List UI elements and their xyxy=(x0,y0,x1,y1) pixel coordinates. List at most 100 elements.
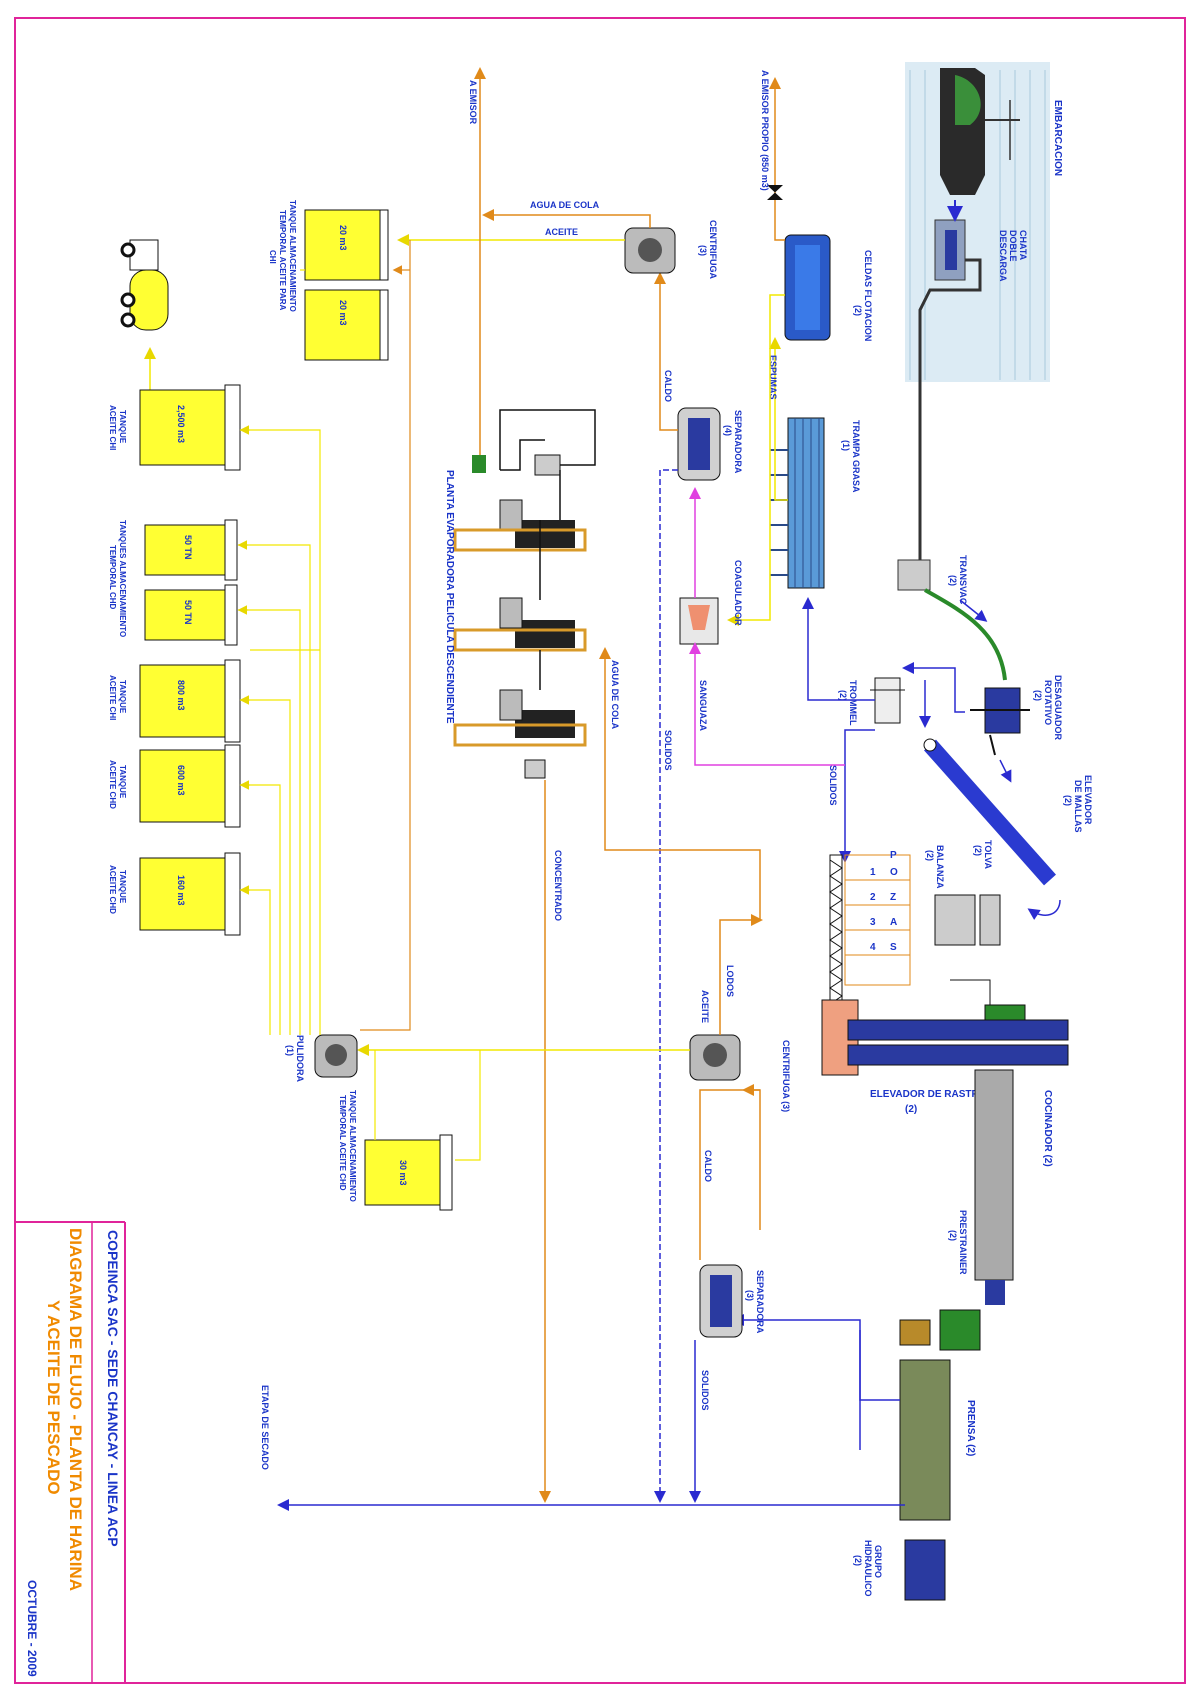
flow-centrifuga3-agua-cola xyxy=(482,209,651,228)
label-tanque-chd-a-1: TANQUE xyxy=(118,765,127,799)
label-temp-chi-1: TANQUE ALMACENAMIENTO xyxy=(288,200,297,312)
label-lodos: LODOS xyxy=(725,965,735,997)
flow-lodos xyxy=(719,914,763,1035)
label-trampa-2: (1) xyxy=(841,440,851,451)
tank-50a xyxy=(144,519,238,581)
planta-evaporadora-icon xyxy=(453,409,596,779)
pozas-hopper xyxy=(844,854,911,986)
label-temp-chd-1: TANQUES ALMACENAMIENTO xyxy=(118,520,127,637)
label-temp-chd30-2: TEMPORAL ACEITE CHD xyxy=(338,1095,347,1191)
prestrainer-icon xyxy=(899,1309,981,1351)
sea-waves xyxy=(909,70,1046,380)
label-sanguaza: SANGUAZA xyxy=(698,680,708,731)
tank-30 xyxy=(364,1134,453,1211)
hopper-row1-4: S xyxy=(890,942,897,953)
label-grupo-2: HIDRAULICO xyxy=(863,1540,873,1597)
label-caldo: CALDO xyxy=(663,370,673,402)
tank-800-label: 800 m3 xyxy=(176,680,186,711)
flow-to-tank-20 xyxy=(360,240,411,1031)
label-espumas: ESPUMAS xyxy=(768,355,778,400)
label-a-emisor-propio: A EMISOR PROPIO (850 m3) xyxy=(760,70,770,191)
separadora-b-icon xyxy=(699,1264,743,1338)
label-temp-chd-2: TEMPORAL CHD xyxy=(108,545,117,610)
oil-distribution-lines xyxy=(238,269,481,1161)
label-prestrainer-1: PRESTRAINER xyxy=(958,1210,968,1275)
elevador-mallas-head xyxy=(923,738,937,752)
label-pulidora-2: (1) xyxy=(285,1045,295,1056)
label-balanza-1: BALANZA xyxy=(935,845,945,889)
fishing-boat-icon xyxy=(940,68,1020,195)
label-tolva-1: TOLVA xyxy=(983,840,993,870)
label-elevador-mallas-3: (2) xyxy=(1063,795,1073,806)
pulidora-icon xyxy=(314,1034,358,1078)
desaguador-icon xyxy=(970,687,1030,756)
label-elevador-mallas-2: DE MALLAS xyxy=(1073,780,1083,833)
label-pulidora-1: PULIDORA xyxy=(295,1035,305,1083)
cocinador-icon xyxy=(974,1069,1014,1281)
hopper-row2-0: 1 xyxy=(870,867,876,878)
tolva-balanza-icon xyxy=(934,894,1001,946)
prensa-icon xyxy=(899,1359,951,1521)
tank-2500 xyxy=(139,384,241,471)
label-elevador-rastra-1: ELEVADOR DE RASTRA xyxy=(870,1089,986,1100)
cocinador-motor xyxy=(985,1280,1005,1305)
trampa-grasa-icon xyxy=(770,417,825,589)
flow-agua-de-cola-to-evap xyxy=(599,647,761,920)
tank-600 xyxy=(139,744,241,828)
flow-caldo-b xyxy=(742,1084,761,1230)
separadora4-icon xyxy=(677,407,721,481)
label-trampa-1: TRAMPA GRASA xyxy=(851,420,861,493)
elevador-mallas xyxy=(924,739,1056,886)
label-trommel-1: TROMMEL xyxy=(848,680,858,726)
tank-160-label: 160 m3 xyxy=(176,875,186,906)
label-agua-de-cola: AGUA DE COLA xyxy=(530,200,600,210)
label-aceite-b: ACEITE xyxy=(700,990,710,1023)
flow-trommel-to-trampa xyxy=(802,597,875,701)
celdas-flotacion-icon xyxy=(784,234,831,341)
hopper-row2-3: 4 xyxy=(870,942,876,953)
label-tolva-2: (2) xyxy=(973,845,983,856)
flow-separadora4-solids xyxy=(654,469,678,1503)
label-tanque-chi-a-1: TANQUE xyxy=(118,410,127,444)
outer-frame xyxy=(14,17,1186,1684)
label-cocinador: COCINADOR (2) xyxy=(1042,1090,1053,1167)
title-line1: DIAGRAMA DE FLUJO - PLANTA DE HARINA xyxy=(66,1228,85,1591)
flow-trampa-to-celdas xyxy=(769,337,788,501)
label-chata-3: DESCARGA xyxy=(998,230,1008,282)
truck-icon xyxy=(120,239,169,331)
hopper-row2-2: 3 xyxy=(870,917,876,928)
tank-50a-label: 50 TN xyxy=(183,535,193,560)
grupo-hidraulico-icon xyxy=(904,1539,946,1601)
label-temp-chd30-1: TANQUE ALMACENAMIENTO xyxy=(348,1090,357,1202)
transvac-pump xyxy=(897,559,931,591)
flow-caldo-b-left xyxy=(699,1089,760,1260)
label-solidos-b: SOLIDOS xyxy=(663,730,673,771)
label-separadora4-1: SEPARADORA xyxy=(733,410,743,474)
coagulador-icon xyxy=(679,597,719,645)
label-desaguador-1: DESAGUADOR xyxy=(1053,675,1063,741)
flow-separadora4-caldo xyxy=(654,272,678,431)
trommel-icon xyxy=(870,677,905,724)
hopper-row2-1: 2 xyxy=(870,892,876,903)
label-balanza-2: (2) xyxy=(925,850,935,861)
valve-icon xyxy=(767,185,783,200)
label-celdas-2: (2) xyxy=(853,305,863,316)
label-temp-chi-2: TEMPORAL ACEITE PARA xyxy=(278,210,287,311)
label-tanque-chd-b-2: ACEITE CHD xyxy=(108,865,117,914)
label-grupo-1: GRUPO xyxy=(873,1545,883,1578)
flow-celdas-to-coagulador xyxy=(727,294,785,626)
label-tanque-chi-a-2: ACEITE CHI xyxy=(108,405,117,450)
label-a-emisor: A EMISOR xyxy=(468,80,478,125)
label-etapa-secado: ETAPA DE SECADO xyxy=(260,1385,270,1470)
label-solidos-d: SOLIDOS xyxy=(700,1370,710,1411)
flow-celdas-to-emisor-propio xyxy=(769,77,785,241)
flow-desaguador-to-trommel xyxy=(902,662,965,713)
tank-20b xyxy=(304,289,389,361)
label-elevador-rastra-2: (2) xyxy=(905,1104,917,1115)
tank-50b xyxy=(144,584,238,646)
title-line2: Y ACEITE DE PESCADO xyxy=(44,1300,63,1495)
label-chata-1: CHATA xyxy=(1018,230,1028,261)
label-grupo-3: (2) xyxy=(853,1555,863,1566)
label-trommel-2: (2) xyxy=(838,690,848,701)
label-desaguador-3: (2) xyxy=(1033,690,1043,701)
